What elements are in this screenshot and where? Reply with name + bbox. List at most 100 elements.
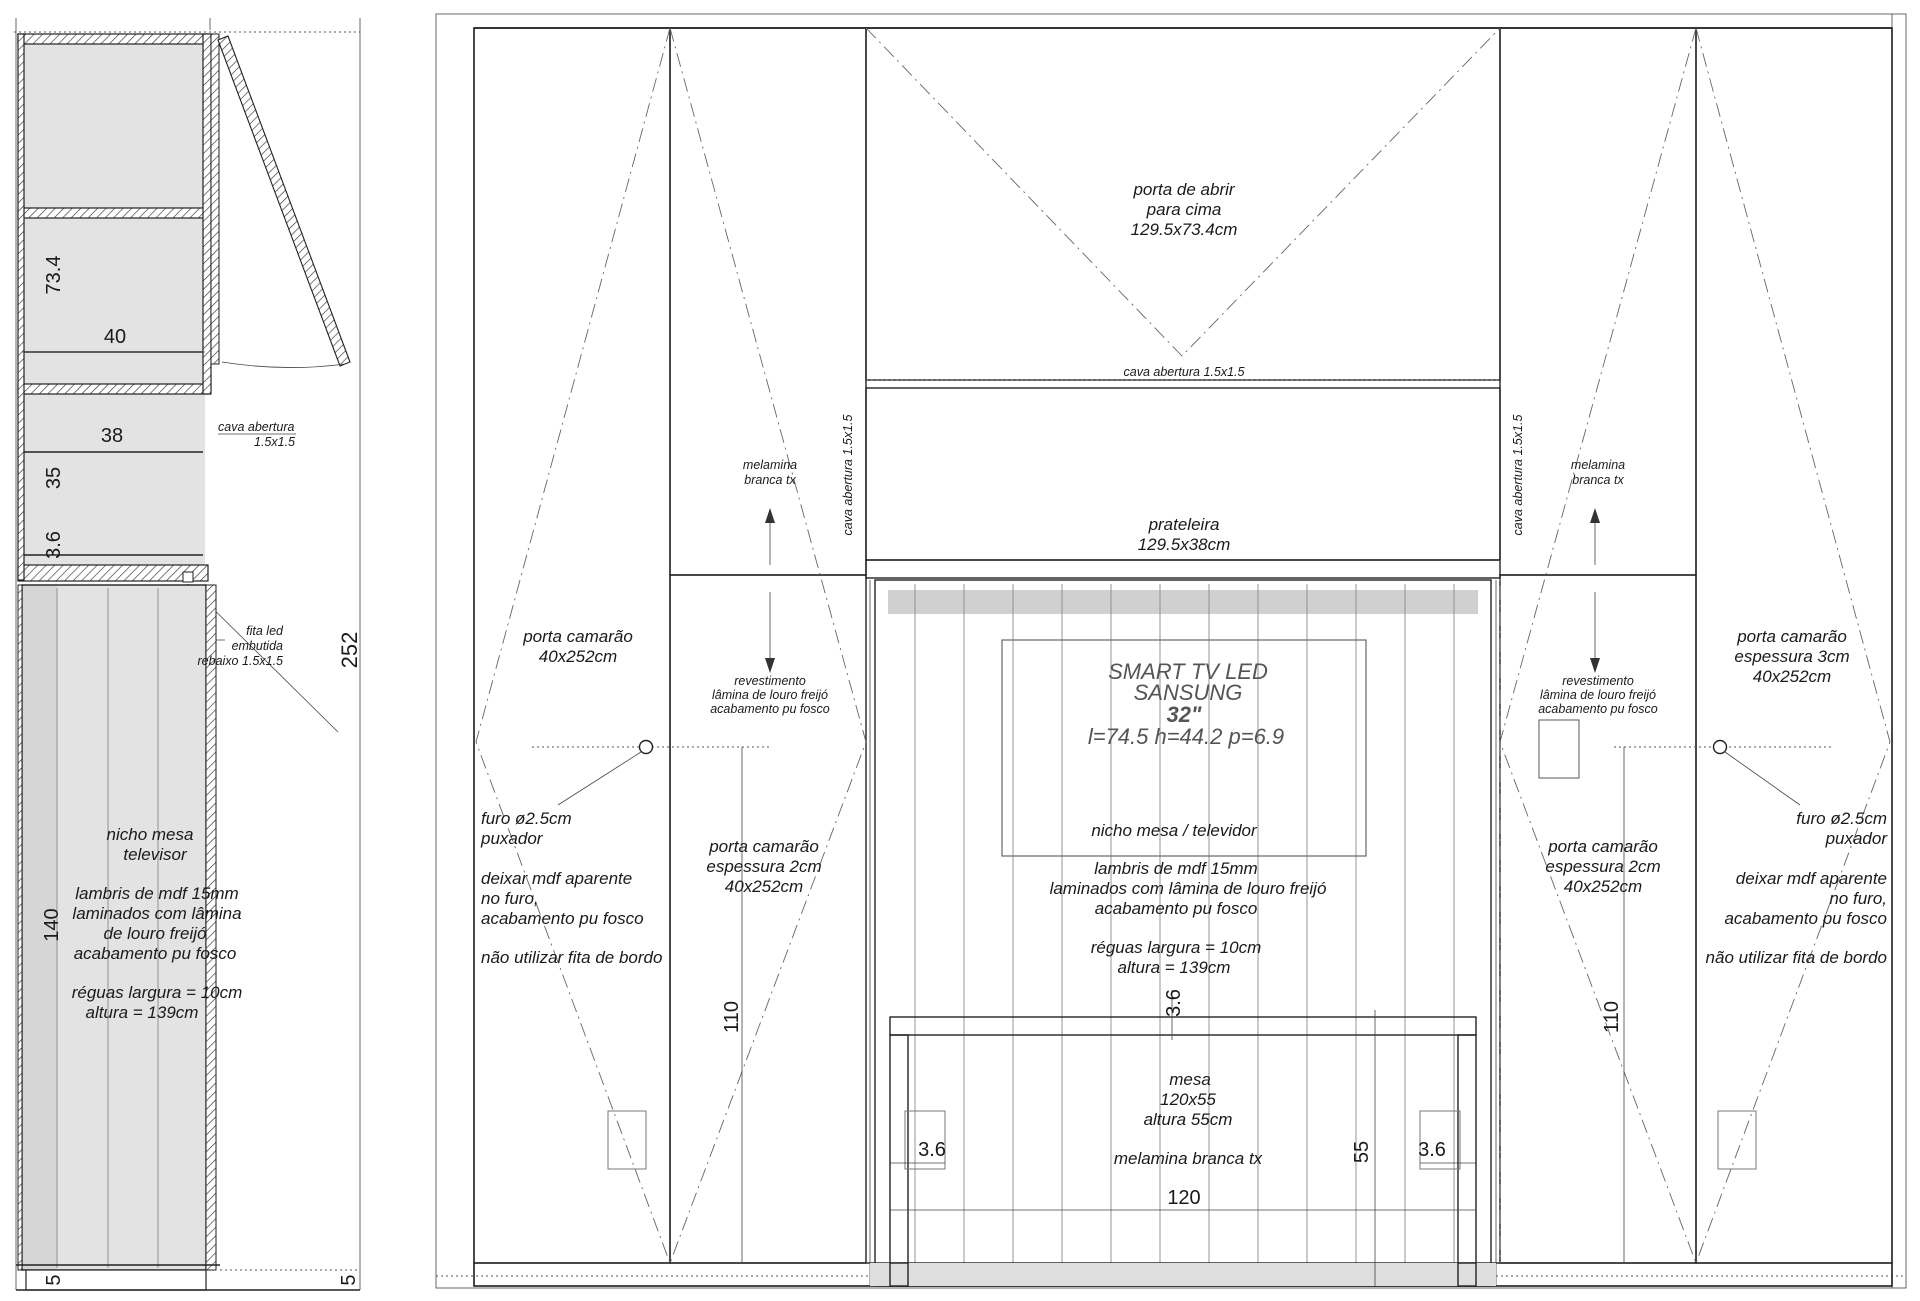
revest-right-1: revestimento <box>1562 674 1634 688</box>
note-reguas-1: réguas largura = 10cm <box>72 983 243 1002</box>
inner-door-right-2: espessura 2cm <box>1545 857 1660 876</box>
handle-right-2: puxador <box>1825 829 1889 848</box>
revest-right-2: lâmina de louro freijó <box>1540 688 1656 702</box>
top-panel-section <box>17 33 209 45</box>
dim-table-height: 55 <box>1351 1141 1373 1163</box>
reguas-label-1: réguas largura = 10cm <box>1091 938 1262 957</box>
handle-left-2: puxador <box>480 829 544 848</box>
inner-door-left-3: 40x252cm <box>725 877 803 896</box>
handle-note-right-1: deixar mdf aparente <box>1736 869 1887 888</box>
table-top <box>889 1016 1477 1036</box>
top-door-line-1: porta de abrir <box>1132 180 1235 199</box>
left-door-1: porta camarão <box>522 627 633 646</box>
note-led-1: fita led <box>246 624 284 638</box>
melamina-left-1: melamina <box>743 458 797 472</box>
tv-label-1: SMART TV LED <box>1108 659 1268 684</box>
front-view-labels: porta de abrir para cima 129.5x73.4cm ca… <box>480 180 1888 1209</box>
note-led-3: rebaixo 1.5x1.5 <box>198 654 284 668</box>
note-reguas-2: altura = 139cm <box>86 1003 199 1022</box>
note-lambris-3: de louro freijó <box>103 924 206 943</box>
note-nicho-2: televisor <box>123 845 188 864</box>
inner-door-right-1: porta camarão <box>1547 837 1658 856</box>
handle-note-right-3: acabamento pu fosco <box>1724 909 1887 928</box>
table-label-3: altura 55cm <box>1144 1110 1233 1129</box>
dim-depth-inner: 38 <box>101 425 123 447</box>
wood-slats-front <box>914 584 1455 1286</box>
note-led-2: embutida <box>232 639 283 653</box>
revest-left-2: lâmina de louro freijó <box>712 688 828 702</box>
tv-label-3: 32" <box>1167 702 1202 727</box>
right-door-3: 40x252cm <box>1753 667 1831 686</box>
dim-base-left: 5 <box>43 1274 65 1285</box>
dim-door-left: 110 <box>721 1001 743 1033</box>
revest-right-3: acabamento pu fosco <box>1538 702 1658 716</box>
niche-label-1: nicho mesa / televidor <box>1091 821 1258 840</box>
top-door-line-2: para cima <box>1146 200 1222 219</box>
shelf-label-2: 129.5x38cm <box>1138 535 1231 554</box>
niche-label-4: acabamento pu fosco <box>1095 899 1258 918</box>
handle-note-right-2: no furo, <box>1829 889 1887 908</box>
handle-left-1: furo ø2.5cm <box>481 809 572 828</box>
top-door-line-3: 129.5x73.4cm <box>1131 220 1238 239</box>
note-cava-2: 1.5x1.5 <box>254 435 295 449</box>
melamina-right-2: branca tx <box>1572 473 1624 487</box>
note-lambris-4: acabamento pu fosco <box>74 944 237 963</box>
inner-door-left-2: espessura 2cm <box>706 857 821 876</box>
cava-vertical-left: cava abertura 1.5x1.5 <box>841 415 855 536</box>
dim-base-right: 5 <box>338 1274 360 1285</box>
cava-top-label: cava abertura 1.5x1.5 <box>1124 365 1245 379</box>
dim-leg-right: 3.6 <box>1418 1139 1446 1161</box>
dim-shelf-gap: 35 <box>43 467 65 489</box>
material-arrows <box>765 508 1600 673</box>
left-door-2: 40x252cm <box>539 647 617 666</box>
wood-slats-side <box>56 588 159 1268</box>
dim-shelf-thickness: 3.6 <box>43 531 65 559</box>
handle-note-left-1: deixar mdf aparente <box>481 869 632 888</box>
melamina-right-1: melamina <box>1571 458 1625 472</box>
right-inner-upper-panel <box>1499 27 1697 576</box>
dim-table-top: 3.6 <box>1163 989 1185 1017</box>
tv-label-4: l=74.5 h=44.2 p=6.9 <box>1088 724 1284 749</box>
note-lambris-2: laminados com lâmina <box>72 904 241 923</box>
handle-note-left-2: no furo, <box>481 889 539 908</box>
table-label-4: melamina branca tx <box>1114 1149 1263 1168</box>
melamina-left-2: branca tx <box>744 473 796 487</box>
upper-cabinet-side <box>22 34 205 574</box>
note-lambris-1: lambris de mdf 15mm <box>75 884 238 903</box>
dim-table-width: 120 <box>1167 1187 1200 1209</box>
tv-label-2: SANSUNG <box>1134 680 1243 705</box>
table-label-1: mesa <box>1169 1070 1211 1089</box>
table-label-2: 120x55 <box>1160 1090 1216 1109</box>
inner-door-right-3: 40x252cm <box>1564 877 1642 896</box>
left-inner-upper-panel <box>669 27 867 576</box>
reguas-label-2: altura = 139cm <box>1118 958 1231 977</box>
right-door-1: porta camarão <box>1736 627 1847 646</box>
note-cava-1: cava abertura <box>218 420 294 434</box>
base-shelf-section <box>17 564 209 582</box>
side-view-labels: 73.4 40 38 35 3.6 140 252 5 5 cava abert… <box>22 256 362 1286</box>
dim-lower-height: 140 <box>41 908 63 941</box>
inner-door-left-1: porta camarão <box>708 837 819 856</box>
note-nicho-1: nicho mesa <box>107 825 194 844</box>
right-door-2: espessura 3cm <box>1734 647 1849 666</box>
door-swing-lines <box>475 27 1891 1264</box>
dim-upper-height: 73.4 <box>43 256 65 295</box>
edge-note-left: não utilizar fita de bordo <box>481 948 662 967</box>
flip-door-swing <box>217 35 351 368</box>
shelf-board <box>865 559 1501 579</box>
front-elevation-view <box>435 13 1907 1289</box>
edge-note-right: não utilizar fita de bordo <box>1706 948 1887 967</box>
handle-right-1: furo ø2.5cm <box>1796 809 1887 828</box>
dim-leg-left: 3.6 <box>918 1139 946 1161</box>
niche-label-2: lambris de mdf 15mm <box>1094 859 1257 878</box>
revest-left-1: revestimento <box>734 674 806 688</box>
shelf-label-1: prateleira <box>1148 515 1220 534</box>
handle-note-left-3: acabamento pu fosco <box>481 909 644 928</box>
handle-hole-left <box>638 739 654 755</box>
dim-total-height: 252 <box>337 632 362 669</box>
dim-depth-outer: 40 <box>104 326 126 348</box>
dim-door-right: 110 <box>1601 1001 1623 1033</box>
revest-left-3: acabamento pu fosco <box>710 702 830 716</box>
niche-label-3: laminados com lâmina de louro freijó <box>1050 879 1327 898</box>
